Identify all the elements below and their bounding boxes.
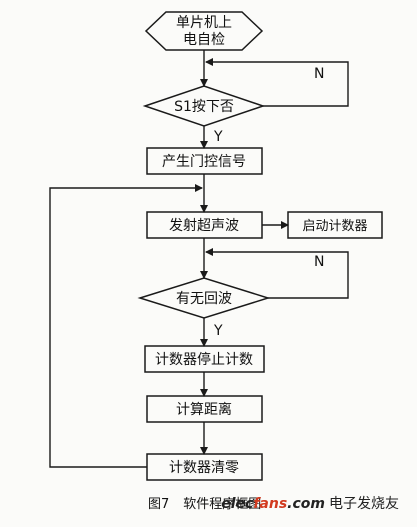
watermark-brand-accent: fans bbox=[253, 496, 288, 512]
process-start-counter: 启动计数器 bbox=[287, 211, 383, 239]
process-gate-signal-label: 产生门控信号 bbox=[162, 154, 246, 170]
decision-s1-pressed: S1按下否 bbox=[142, 85, 266, 127]
watermark-brand-prefix: elec bbox=[221, 496, 254, 512]
edge-s1-no-loop bbox=[205, 58, 349, 107]
edge-echo-no-loop bbox=[205, 248, 349, 299]
process-clear-counter: 计数器清零 bbox=[146, 453, 263, 481]
edge-label-echo-no: N bbox=[314, 254, 324, 270]
process-clear-counter-label: 计数器清零 bbox=[169, 460, 239, 476]
watermark-chinese: 电子发烧友 bbox=[329, 496, 399, 512]
process-start-counter-label: 启动计数器 bbox=[302, 219, 367, 234]
edge-clear-loop-back bbox=[49, 184, 203, 468]
figure-title: 软件程序框图 bbox=[183, 497, 262, 512]
figure-number: 图7 bbox=[148, 497, 170, 512]
process-calc-distance: 计算距离 bbox=[146, 395, 263, 423]
process-emit-ultrasonic: 发射超声波 bbox=[146, 211, 263, 239]
process-stop-counter-label: 计数器停止计数 bbox=[155, 351, 253, 368]
start-node-line2: 电自检 bbox=[183, 32, 225, 48]
decision-echo: 有无回波 bbox=[137, 277, 271, 319]
decision-s1-label: S1按下否 bbox=[174, 99, 234, 115]
watermark-brand: elecfans.com bbox=[221, 496, 325, 512]
process-stop-counter: 计数器停止计数 bbox=[144, 345, 265, 373]
process-calc-distance-label: 计算距离 bbox=[176, 401, 232, 418]
decision-echo-label: 有无回波 bbox=[176, 291, 232, 307]
edge-label-echo-yes: Y bbox=[213, 323, 223, 339]
start-node-line1: 单片机上 bbox=[176, 15, 232, 31]
edge-label-s1-yes: Y bbox=[213, 129, 223, 145]
figure-caption: 图7 软件程序框图 bbox=[148, 493, 275, 512]
start-node: 单片机上 电自检 bbox=[144, 11, 264, 51]
process-gate-signal: 产生门控信号 bbox=[146, 147, 263, 175]
edge-label-s1-no: N bbox=[314, 66, 324, 82]
process-emit-label: 发射超声波 bbox=[169, 218, 239, 234]
watermark-brand-suffix: .com bbox=[287, 496, 325, 512]
